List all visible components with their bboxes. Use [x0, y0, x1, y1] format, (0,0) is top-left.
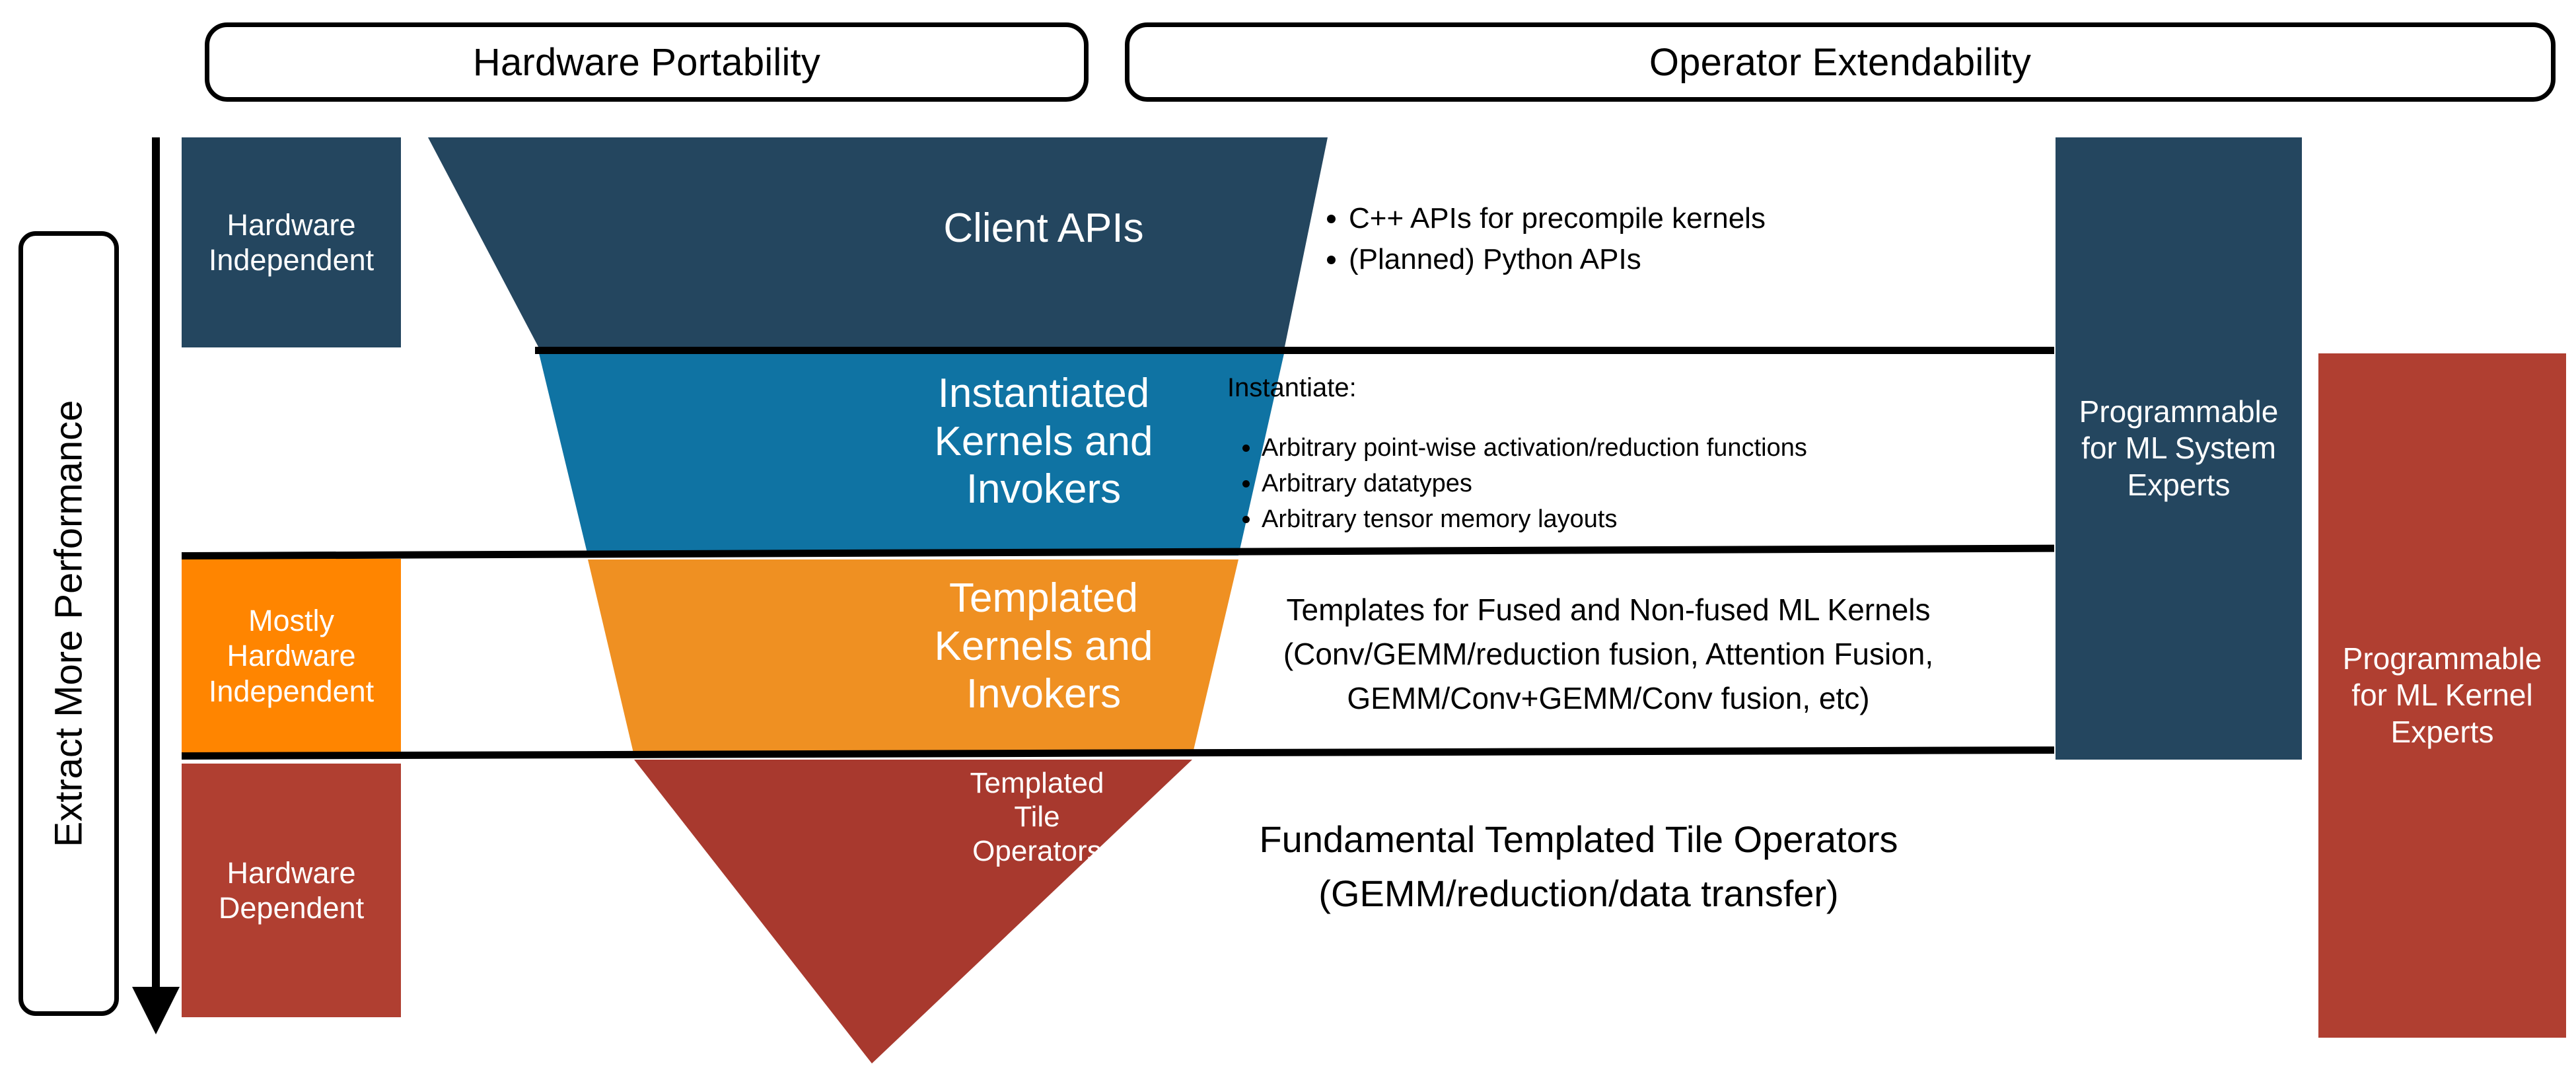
list-item: Arbitrary point-wise activation/reductio… [1262, 431, 2053, 466]
header-operator-extendability: Operator Extendability [1125, 22, 2556, 102]
category-bar-hardware-dependent: Hardware Dependent [182, 764, 401, 1017]
bullet-list-instantiate: Arbitrary point-wise activation/reductio… [1227, 431, 2053, 538]
list-item: Arbitrary datatypes [1262, 466, 2053, 502]
performance-axis-label-box: Extract More Performance [18, 231, 119, 1016]
funnel-label-templated-kernels: Templated Kernels and Invokers [934, 575, 1153, 717]
description-client-apis: C++ APIs for precompile kernels (Planned… [1314, 198, 2028, 281]
performance-axis-label: Extract More Performance [47, 400, 90, 847]
divider-rule-top [535, 347, 2054, 354]
funnel-label-templated-tile-operators: Templated Tile Operators [970, 767, 1104, 867]
list-item: (Planned) Python APIs [1349, 239, 2028, 280]
divider-rule-middle [181, 544, 2054, 559]
persona-bar-ml-system-experts: Programmable for ML System Experts [2056, 137, 2302, 760]
divider-rule-bottom [181, 746, 2055, 760]
fundamental-tile-operators-text: Fundamental Templated Tile Operators (GE… [1259, 818, 1898, 914]
down-arrow-icon [132, 987, 180, 1034]
performance-arrow-shaft [152, 137, 160, 996]
category-bar-hardware-independent: Hardware Independent [182, 137, 401, 347]
funnel-label-instantiated-kernels: Instantiated Kernels and Invokers [934, 371, 1153, 513]
list-item: Arbitrary tensor memory layouts [1262, 502, 2053, 538]
funnel-label-client-apis: Client APIs [943, 205, 1144, 251]
description-templated-kernels: Templates for Fused and Non-fused ML Ker… [1163, 588, 2054, 721]
category-bar-mostly-hardware-independent: Mostly Hardware Independent [182, 559, 401, 753]
list-item: C++ APIs for precompile kernels [1349, 198, 2028, 239]
instantiate-lead-text: Instantiate: [1227, 373, 1357, 402]
header-hardware-portability: Hardware Portability [205, 22, 1089, 102]
persona-bar-ml-kernel-experts: Programmable for ML Kernel Experts [2318, 353, 2566, 1038]
templated-kernels-text: Templates for Fused and Non-fused ML Ker… [1283, 592, 1934, 716]
description-fundamental-tile-operators: Fundamental Templated Tile Operators (GE… [1083, 812, 2074, 921]
bullet-list-client-apis: C++ APIs for precompile kernels (Planned… [1314, 198, 2028, 281]
description-instantiated-kernels: Instantiate: Arbitrary point-wise activa… [1227, 373, 2053, 538]
